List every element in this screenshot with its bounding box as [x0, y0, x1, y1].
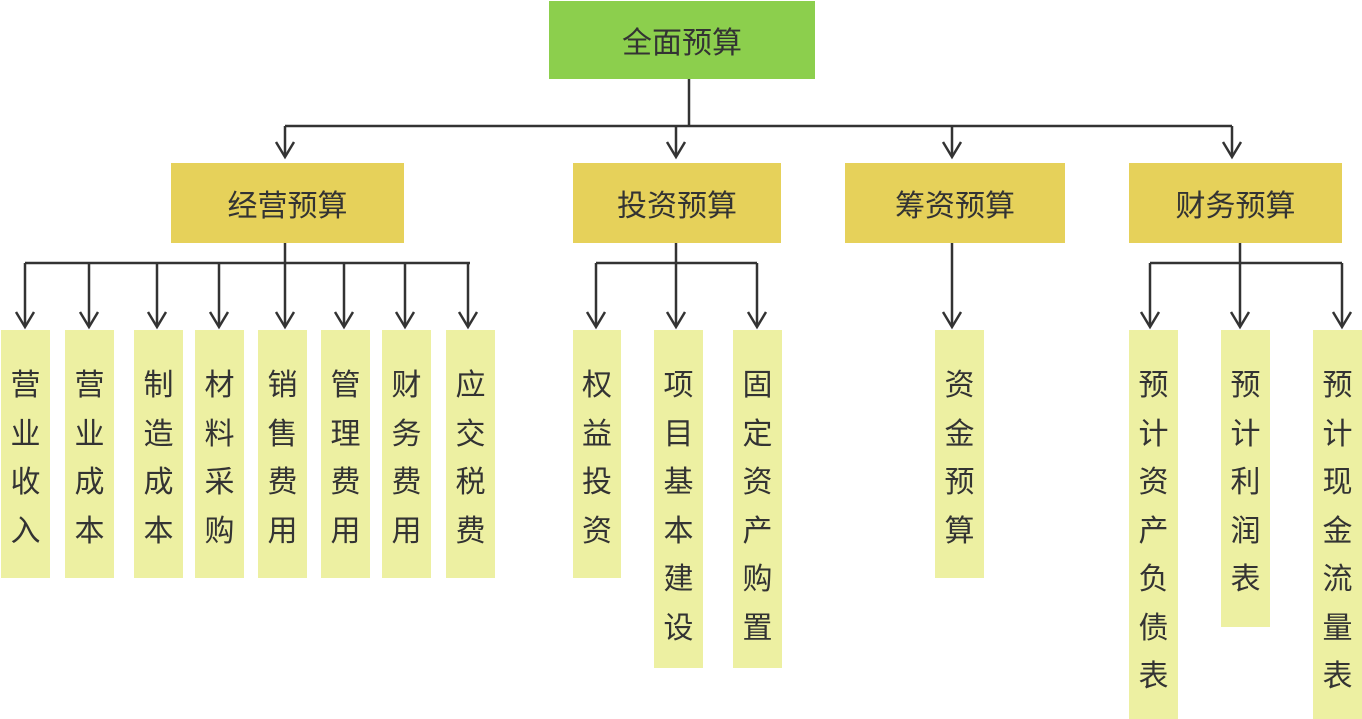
leaf-node: 营业收入	[1, 330, 50, 578]
arrowhead	[333, 311, 355, 330]
arrowhead	[1139, 311, 1161, 330]
arrowhead	[457, 311, 479, 330]
arrowhead	[208, 311, 230, 330]
arrowhead	[274, 141, 296, 160]
category-label: 经营预算	[227, 189, 348, 224]
arrowhead	[14, 311, 36, 330]
root-node: 全面预算	[549, 1, 815, 79]
arrowhead	[394, 311, 416, 330]
category-label: 投资预算	[617, 189, 737, 224]
arrowhead	[941, 141, 963, 160]
leaf-node: 预计现金流量表	[1313, 330, 1362, 719]
leaf-node: 预计利润表	[1221, 330, 1270, 627]
leaf-node: 权益投资	[573, 330, 621, 578]
arrowhead	[1331, 311, 1353, 330]
leaf-node: 财务费用	[382, 330, 431, 578]
arrowhead	[1221, 141, 1243, 160]
leaf-node: 资金预算	[935, 330, 984, 578]
leaf-node: 项目基本建设	[654, 330, 703, 668]
root-label: 全面预算	[622, 26, 742, 61]
category-label: 财务预算	[1175, 189, 1296, 224]
arrowhead	[665, 141, 687, 160]
category-node-operating: 经营预算	[171, 163, 404, 243]
arrowhead	[78, 311, 100, 330]
arrowhead	[746, 311, 768, 330]
category-node-financial: 财务预算	[1129, 163, 1342, 243]
leaf-node: 制造成本	[134, 330, 183, 578]
leaf-node: 应交税费	[446, 330, 495, 578]
category-node-investment: 投资预算	[573, 163, 781, 243]
category-label: 筹资预算	[895, 189, 1015, 224]
arrowhead	[941, 311, 963, 330]
arrowhead	[1229, 311, 1251, 330]
leaf-node: 材料采购	[195, 330, 244, 578]
leaf-node: 营业成本	[65, 330, 114, 578]
leaf-node: 销售费用	[258, 330, 307, 578]
leaf-node: 预计资产负债表	[1129, 330, 1178, 719]
arrowhead	[585, 311, 607, 330]
arrowhead	[274, 311, 296, 330]
leaf-node: 管理费用	[321, 330, 370, 578]
category-node-financing: 筹资预算	[845, 163, 1065, 243]
arrowhead	[665, 311, 687, 330]
leaf-node: 固定资产购置	[733, 330, 782, 668]
arrowhead	[146, 311, 168, 330]
